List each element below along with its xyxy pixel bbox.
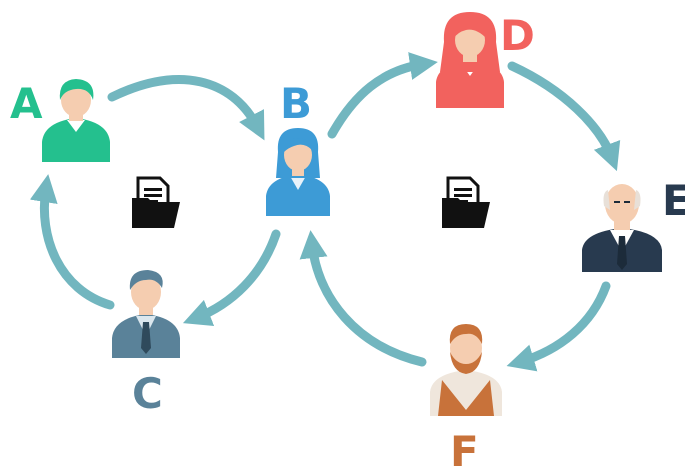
node-label-a: A — [10, 79, 43, 128]
arrow-e-to-f — [506, 281, 611, 372]
folder-document-icon — [442, 176, 490, 228]
bald-man-icon — [582, 184, 662, 272]
arrow-b-to-c — [182, 229, 281, 326]
arrow-f-to-b — [299, 230, 427, 367]
node-label-d: D — [500, 11, 535, 60]
arrow-a-to-b — [107, 75, 265, 141]
bearded-man-icon — [430, 324, 502, 416]
woman-user-icon — [266, 128, 330, 216]
node-label-e: E — [662, 176, 685, 225]
woman-redhead-icon — [436, 12, 504, 108]
user-icon — [42, 79, 110, 162]
arrow-b-to-d — [327, 52, 438, 139]
arrow-c-to-a — [29, 174, 115, 310]
node-label-f: F — [450, 427, 479, 473]
arrow-d-to-e — [507, 61, 621, 172]
node-label-c: C — [132, 369, 163, 418]
node-label-b: B — [280, 79, 312, 128]
businessman-icon — [112, 270, 180, 358]
folder-document-icon — [132, 176, 180, 228]
